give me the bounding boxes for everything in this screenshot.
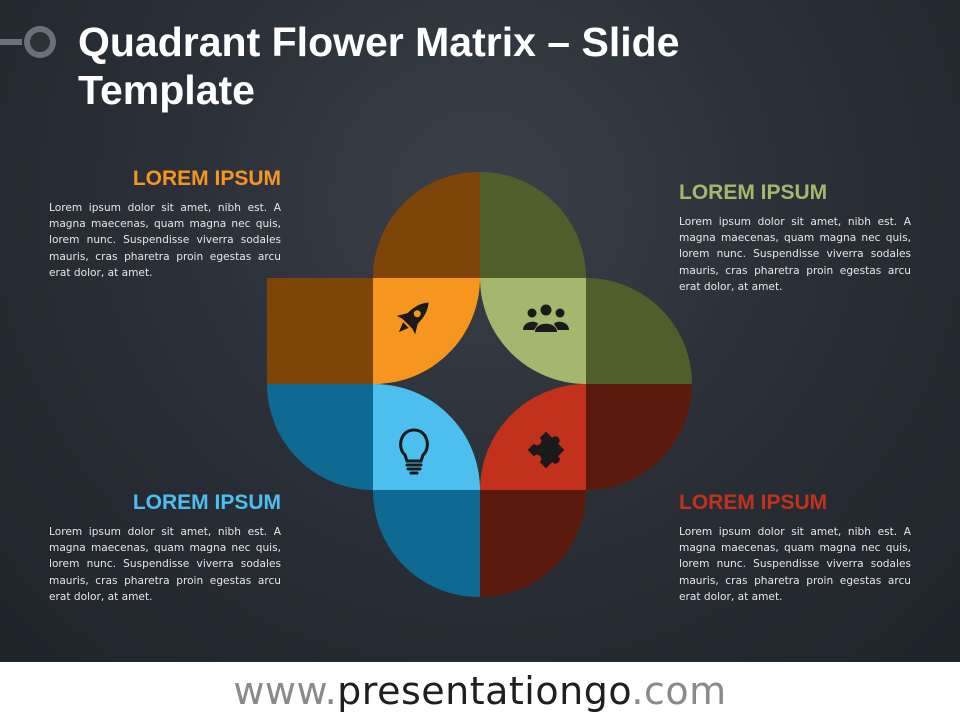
quadrant-heading-bottom-right: LOREM IPSUM — [679, 491, 828, 514]
puzzle-icon — [527, 431, 565, 469]
petal-bottom-right-outer-bottom — [480, 490, 587, 597]
footer-website[interactable]: www.presentationgo.com — [0, 662, 960, 720]
quadrant-body-bottom-right: Lorem ipsum dolor sit amet, nibh est. A … — [679, 526, 911, 603]
people-icon — [523, 304, 569, 332]
petal-top-left-inner — [373, 278, 480, 385]
quadrant-body-top-right: Lorem ipsum dolor sit amet, nibh est. A … — [679, 216, 911, 293]
lightbulb-icon — [399, 428, 429, 475]
petal-top-right-inner — [480, 278, 586, 384]
petal-top-right-outer-top — [480, 172, 586, 278]
footer-suffix: .com — [631, 669, 727, 713]
petal-bottom-right-inner — [480, 384, 586, 490]
quadrant-heading-top-left: LOREM IPSUM — [132, 167, 281, 190]
quadrant-body-top-left: Lorem ipsum dolor sit amet, nibh est. A … — [49, 202, 281, 279]
petal-top-left-outer-top — [373, 171, 480, 278]
quadrant-text-top-right: LOREM IPSUM Lorem ipsum dolor sit amet, … — [679, 180, 911, 295]
quadrant-heading-top-right: LOREM IPSUM — [679, 181, 828, 204]
petal-top-left-outer-left — [267, 278, 373, 384]
quadrant-flower-diagram — [267, 171, 692, 598]
quadrant-body-bottom-left: Lorem ipsum dolor sit amet, nibh est. A … — [49, 526, 281, 603]
slide-title: Quadrant Flower Matrix – Slide Template — [78, 19, 680, 113]
petal-top-right-outer-right — [586, 278, 692, 384]
petal-bottom-right-outer-right — [586, 384, 692, 490]
quadrant-text-bottom-left: LOREM IPSUM Lorem ipsum dolor sit amet, … — [49, 490, 281, 605]
footer-prefix: www. — [233, 669, 338, 713]
slide-canvas: Quadrant Flower Matrix – Slide Template — [0, 0, 960, 662]
quadrant-text-top-left: LOREM IPSUM Lorem ipsum dolor sit amet, … — [49, 166, 281, 281]
rocket-icon — [396, 302, 429, 335]
quadrant-text-bottom-right: LOREM IPSUM Lorem ipsum dolor sit amet, … — [679, 490, 911, 605]
petal-bottom-left-outer-bottom — [372, 490, 480, 598]
footer-domain: presentationgo — [337, 669, 632, 713]
quadrant-heading-bottom-left: LOREM IPSUM — [132, 491, 281, 514]
title-ornament-icon — [0, 26, 56, 58]
petal-bottom-left-outer-left — [267, 384, 373, 490]
